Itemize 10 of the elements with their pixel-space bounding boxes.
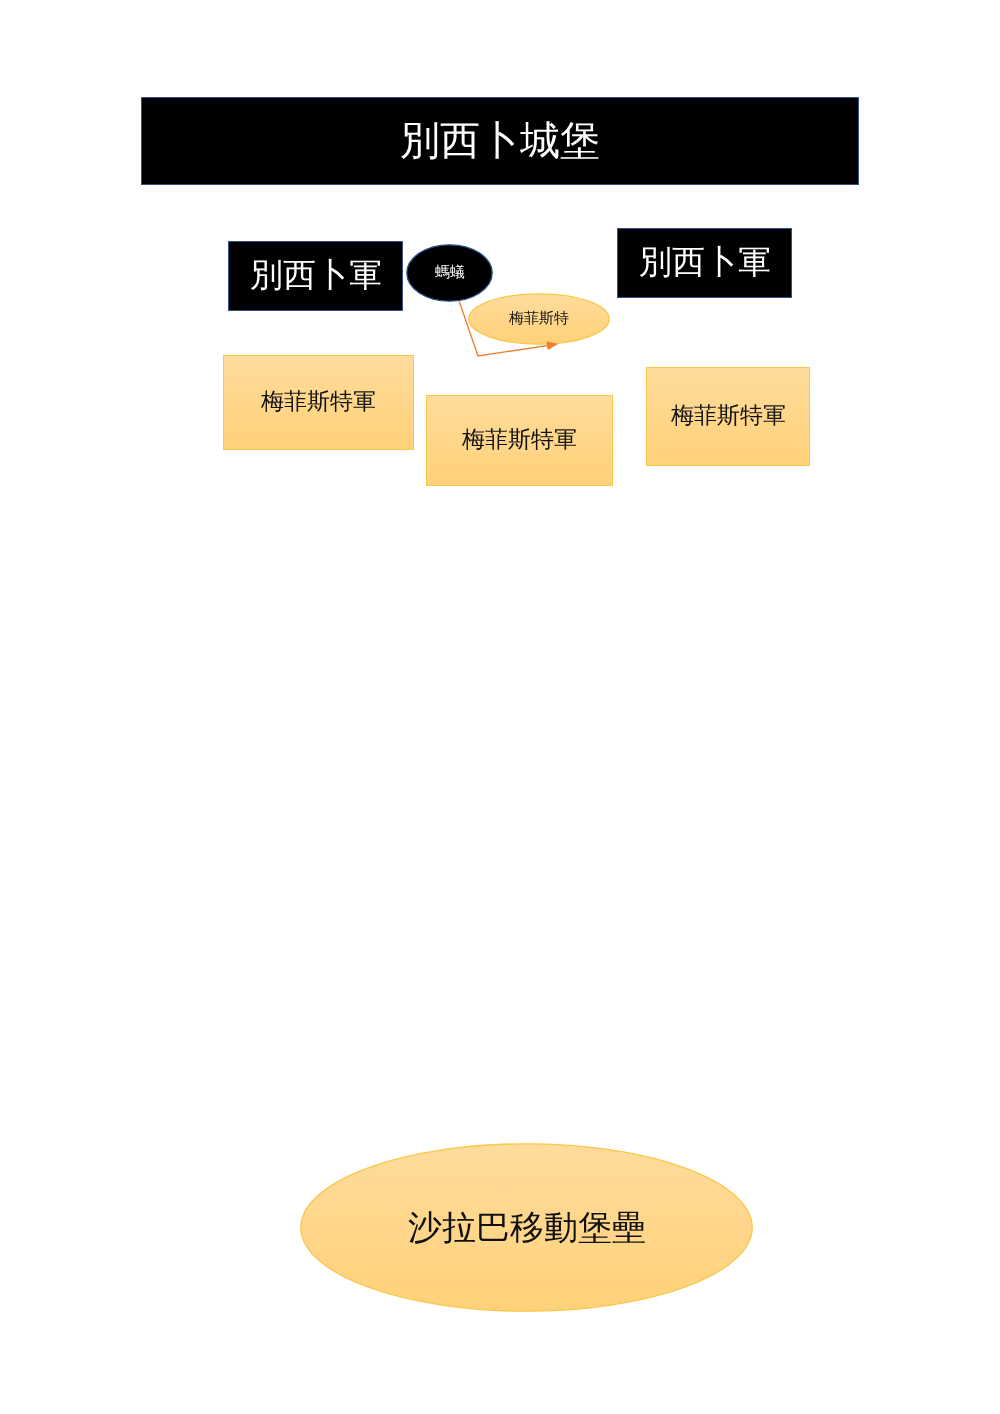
label-box: 梅菲斯特軍 [223,355,414,450]
banner-box: 別西卜城堡 [141,97,859,185]
label-box: 梅菲斯特軍 [646,367,810,466]
ellipse-node: 沙拉巴移動堡壘 [300,1143,753,1312]
ellipse-node: 梅菲斯特 [468,293,610,345]
ellipse-node: 螞蟻 [406,244,493,302]
arrow [458,300,559,357]
label-box: 別西卜軍 [617,228,792,298]
label-box: 別西卜軍 [228,241,403,311]
label-box: 梅菲斯特軍 [426,395,613,486]
